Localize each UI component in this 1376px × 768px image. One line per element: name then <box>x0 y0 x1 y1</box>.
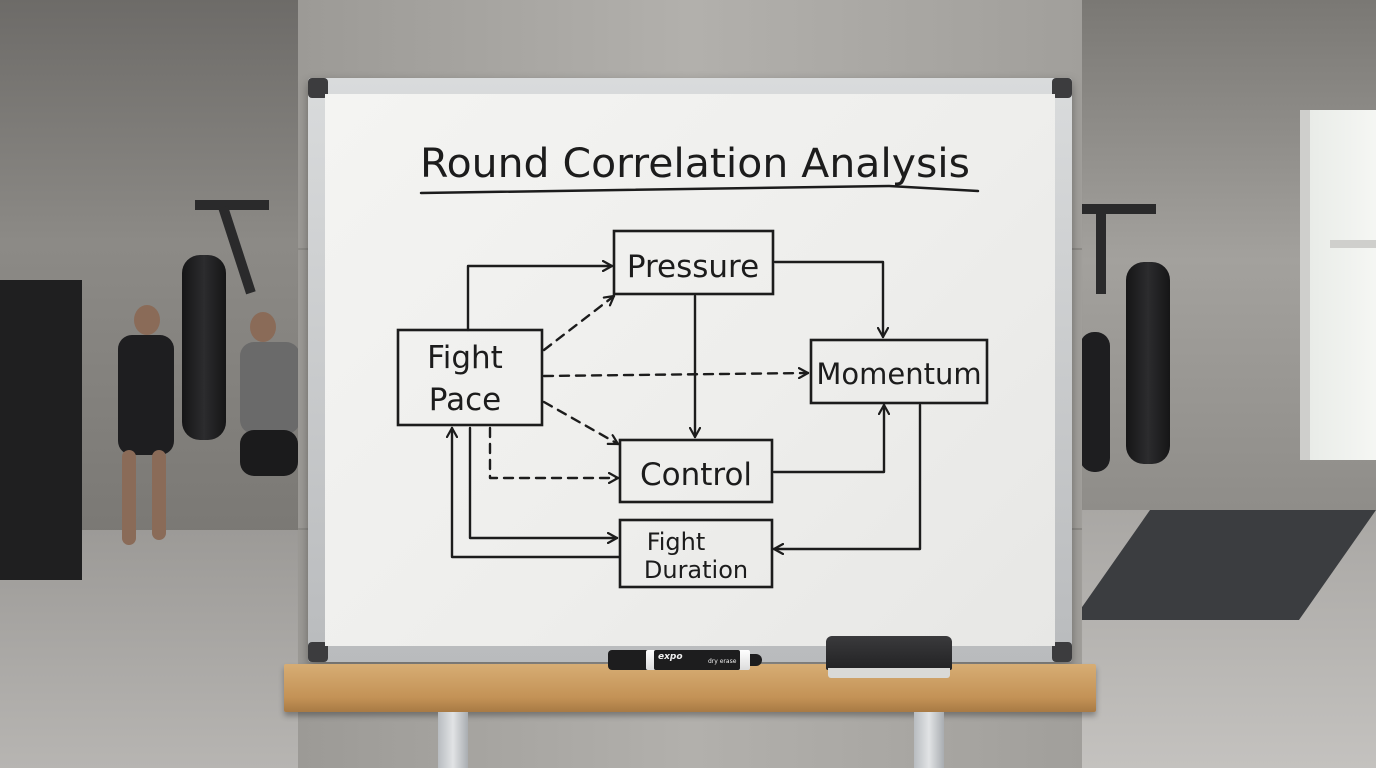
shelf-bracket-left <box>438 712 468 768</box>
node-control-box <box>618 438 774 504</box>
edge-pace-to-momentum-dashed <box>542 373 810 376</box>
punching-bag-left <box>182 255 226 440</box>
dry-erase-marker[interactable]: expo dry erase <box>608 648 762 670</box>
edge-pace-to-control-dashed <box>542 400 620 446</box>
edge-control-to-momentum <box>772 403 884 474</box>
node-control-label: Control <box>640 457 752 493</box>
edge-duration-to-pace <box>452 426 621 559</box>
shelf-bracket-right <box>914 712 944 768</box>
node-pressure: Pressure <box>612 229 775 296</box>
diagram-title: Round Correlation Analysis <box>420 141 970 187</box>
edge-pace-to-pressure-dashed <box>542 294 616 352</box>
frame-corner <box>1052 642 1072 662</box>
node-control: Control <box>618 438 774 504</box>
bag-bracket-right-arm <box>1096 208 1106 294</box>
punching-bag-right <box>1126 262 1170 464</box>
eraser-handle <box>826 636 952 670</box>
window <box>1300 110 1376 460</box>
edge-pressure-to-momentum <box>773 260 883 339</box>
edge-momentum-to-duration <box>772 403 922 549</box>
whiteboard-surface <box>325 94 1055 646</box>
bag-bracket-right <box>1082 204 1156 214</box>
marker-label-band <box>654 650 740 670</box>
edge-pace-to-control-dashed-lower <box>488 426 620 478</box>
edge-pace-to-duration <box>468 426 619 538</box>
node-fight-duration-label-line2: Duration <box>644 556 748 584</box>
marker-subtext: dry erase <box>708 658 737 665</box>
node-fight-pace-box <box>396 328 544 427</box>
node-momentum-label: Momentum <box>816 357 981 391</box>
title-underline <box>419 184 980 195</box>
frame-corner <box>1052 78 1072 98</box>
node-pressure-box <box>612 229 775 296</box>
node-pressure-label: Pressure <box>627 249 759 285</box>
node-momentum-box <box>809 338 989 405</box>
person-fighter-right <box>1080 332 1110 472</box>
person-leg <box>152 450 166 540</box>
person-leg <box>122 450 136 545</box>
whiteboard-shelf <box>284 664 1096 712</box>
dark-wall-panel <box>0 280 82 580</box>
marker-tip <box>750 654 762 666</box>
marker-brand: expo <box>658 652 683 662</box>
bag-bracket-left <box>195 200 269 210</box>
person-head <box>134 305 160 335</box>
node-momentum: Momentum <box>809 338 989 405</box>
marker-cap <box>608 650 648 670</box>
window-mullion <box>1330 240 1376 248</box>
whiteboard-eraser[interactable] <box>826 636 952 680</box>
person-fighter-left <box>118 335 174 455</box>
person-head <box>250 312 276 342</box>
person-fighter-center <box>240 342 300 434</box>
frame-corner <box>308 642 328 662</box>
frame-corner <box>308 78 328 98</box>
node-fight-pace: Fight Pace <box>396 328 544 427</box>
node-fight-pace-label-line1: Fight <box>427 340 503 376</box>
node-fight-duration-label-line1: Fight <box>647 528 706 556</box>
eraser-felt <box>828 668 950 678</box>
node-fight-pace-label-line2: Pace <box>429 382 501 418</box>
edge-pace-to-pressure <box>466 266 614 332</box>
person-shorts <box>240 430 298 476</box>
node-fight-duration: Fight Duration <box>618 518 774 589</box>
node-fight-duration-box <box>618 518 774 589</box>
